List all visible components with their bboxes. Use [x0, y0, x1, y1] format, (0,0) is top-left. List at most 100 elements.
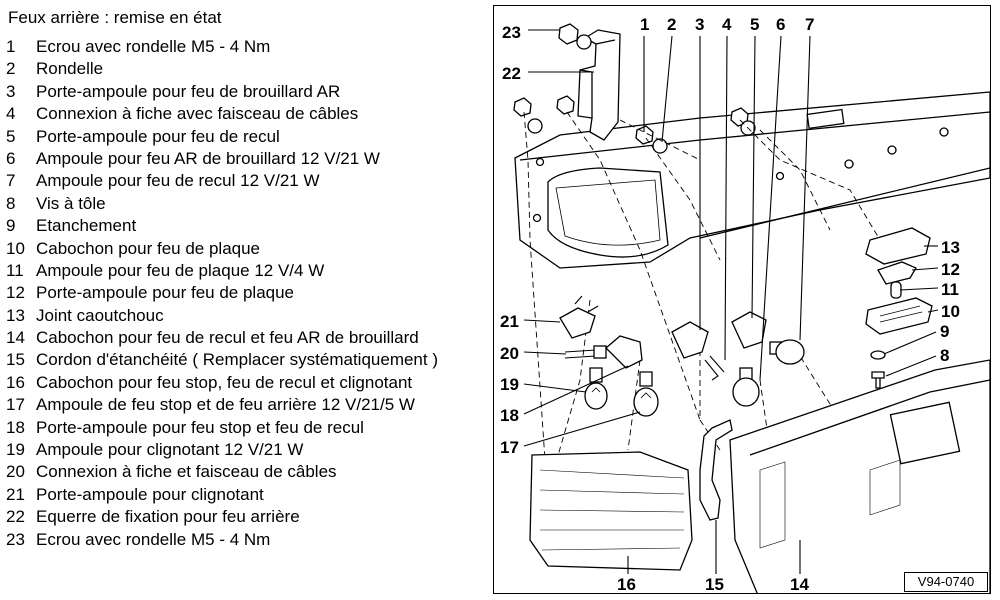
bulb-holder-reverse — [731, 311, 767, 349]
seal-cord-15 — [699, 419, 733, 521]
legend-text: Cordon d'étanchéité ( Remplacer systémat… — [36, 350, 438, 370]
legend-text: Ampoule pour feu de plaque 12 V/4 W — [36, 260, 325, 280]
body-hole — [887, 145, 897, 155]
bulb-19 — [584, 367, 608, 410]
rubber-seal — [865, 227, 931, 265]
diagram-frame — [493, 5, 991, 594]
leader-4 — [724, 35, 728, 361]
legend-item: 23 Ecrou avec rondelle M5 - 4 Nm — [6, 529, 486, 551]
legend-text: Connexion à fiche avec faisceau de câble… — [36, 104, 359, 124]
bulb-holder-clip — [574, 295, 599, 313]
leader-5 — [751, 35, 756, 319]
legend-text: Joint caoutchouc — [36, 305, 164, 325]
callout-19: 19 — [500, 375, 519, 394]
washer — [652, 138, 668, 154]
plate-lens-ribs — [879, 305, 923, 323]
legend-number: 4 — [6, 104, 16, 124]
legend-number: 16 — [6, 372, 25, 392]
callout-6: 6 — [776, 15, 785, 34]
nut — [513, 97, 532, 117]
legend-number: 11 — [6, 260, 24, 280]
legend-number: 20 — [6, 462, 25, 482]
legend-text: Porte-ampoule pour feu stop et feu de re… — [36, 417, 364, 437]
body-hole — [939, 127, 949, 137]
legend-number: 6 — [6, 148, 16, 168]
legend-number: 12 — [6, 283, 25, 303]
lens-16-rib — [539, 469, 685, 479]
bulb-holder-stop — [605, 335, 643, 369]
legend-item: 10 Cabochon pour feu de plaque — [6, 238, 486, 260]
legend-item: 4 Connexion à fiche avec faisceau de câbl… — [6, 103, 486, 125]
lens-16-rib — [539, 509, 685, 513]
legend-number: 22 — [6, 507, 25, 527]
callout-22: 22 — [502, 64, 521, 83]
legend-text: Equerre de fixation pour feu arrière — [36, 507, 300, 527]
callout-12: 12 — [941, 260, 960, 279]
legend-number: 21 — [6, 484, 25, 504]
legend-text: Ampoule pour feu AR de brouillard 12 V/2… — [36, 148, 380, 168]
bulb-holder-turn-signal — [559, 307, 596, 339]
legend-item: 16 Cabochon pour feu stop, feu de recul e… — [6, 372, 486, 394]
callout-7: 7 — [805, 15, 814, 34]
page-title: Feux arrière : remise en état — [8, 8, 222, 27]
legend-text: Ecrou avec rondelle M5 - 4 Nm — [36, 529, 271, 549]
leader-2 — [661, 35, 673, 143]
legend-text: Porte-ampoule pour feu de plaque — [36, 283, 295, 303]
legend-number: 9 — [6, 216, 16, 236]
assembly-line — [645, 137, 721, 261]
callout-1: 1 — [640, 15, 649, 34]
leader-21 — [523, 319, 561, 323]
legend-text: Cabochon pour feu de recul et feu AR de … — [36, 328, 419, 348]
callout-2: 2 — [667, 15, 676, 34]
bulb-17 — [633, 371, 659, 417]
lamp-opening — [547, 167, 669, 258]
leader-19 — [523, 383, 587, 393]
plate-lens — [865, 297, 933, 335]
legend-number: 10 — [6, 238, 25, 258]
legend-number: 23 — [6, 529, 25, 549]
leader-17 — [523, 411, 641, 447]
plate-light-window — [889, 401, 961, 465]
legend-text: Ampoule de feu stop et de feu arrière 12… — [36, 395, 415, 415]
connector-wiring-harness — [704, 355, 725, 381]
lens-14-inner — [749, 379, 990, 456]
callout-20: 20 — [500, 344, 519, 363]
body-hole — [775, 171, 785, 181]
assembly-line — [759, 379, 771, 451]
legend-text: Ecrou avec rondelle M5 - 4 Nm — [36, 37, 271, 56]
callout-4: 4 — [722, 15, 732, 34]
callout-8: 8 — [940, 346, 949, 365]
leader-18 — [523, 365, 629, 415]
callout-3: 3 — [695, 15, 704, 34]
leader-12 — [911, 267, 939, 271]
legend-number: 8 — [6, 193, 16, 213]
legend-number: 5 — [6, 126, 16, 146]
body-hole — [535, 157, 545, 167]
legend-text: Etanchement — [36, 216, 137, 236]
callout-17: 17 — [500, 438, 519, 457]
lens-14-grille — [759, 461, 786, 549]
lens-16-rib — [539, 489, 685, 495]
bulb-7 — [769, 339, 805, 365]
legend-text: Cabochon pour feu stop, feu de recul et … — [36, 372, 413, 392]
legend-text: Vis à tôle — [36, 193, 106, 213]
lamp-opening-inner — [555, 179, 661, 246]
legend-text: Cabochon pour feu de plaque — [36, 238, 261, 258]
tapping-screw — [871, 371, 885, 389]
callout-15: 15 — [705, 575, 724, 594]
legend-item: 22 Equerre de fixation pour feu arrière — [6, 506, 486, 528]
body-hole — [532, 213, 542, 223]
leader-10 — [927, 309, 939, 313]
legend-item: 11 Ampoule pour feu de plaque 12 V/4 W — [6, 260, 486, 282]
callout-16: 16 — [617, 575, 636, 594]
plate-bulb-holder — [877, 261, 917, 285]
legend-text: Ampoule pour clignotant 12 V/21 W — [36, 440, 304, 460]
body-panel-lower-edge — [699, 167, 990, 239]
body-hole — [844, 159, 854, 169]
leader-20 — [523, 351, 567, 355]
